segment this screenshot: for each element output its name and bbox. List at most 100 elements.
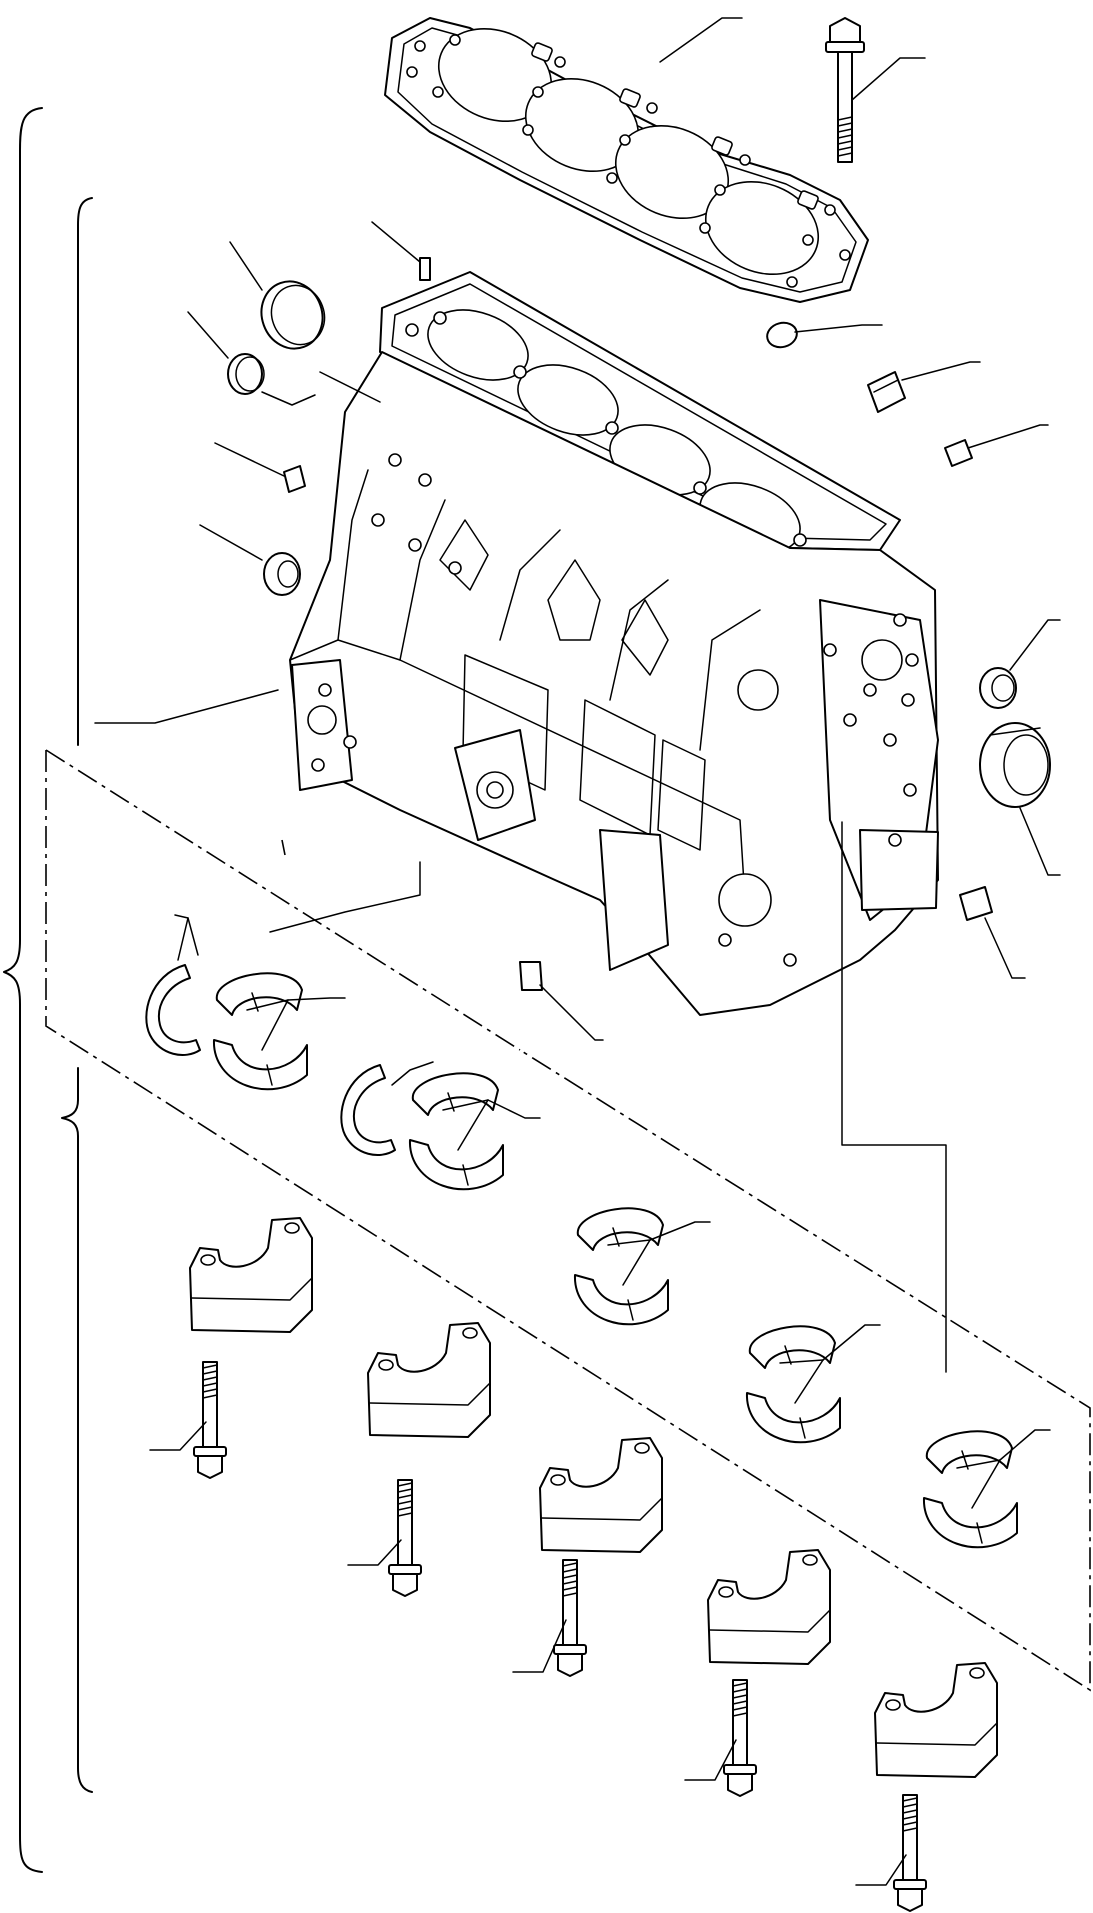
thrust-washer-leaders bbox=[174, 914, 434, 1086]
bolt-thread bbox=[202, 1364, 218, 1369]
cap-bolt-head bbox=[557, 1653, 583, 1677]
block-bolt-hole bbox=[843, 713, 857, 727]
cap-edge bbox=[876, 1722, 998, 1746]
cap-bolt-hole bbox=[885, 1699, 901, 1711]
block-bolt-hole bbox=[863, 683, 877, 697]
cap-bolt-leader bbox=[684, 1739, 737, 1781]
pipe-plug-right-lower bbox=[959, 886, 993, 921]
bearing-shell-lower bbox=[573, 1274, 669, 1326]
cylinder-block-leader bbox=[94, 689, 279, 724]
bolt-thread bbox=[732, 1712, 748, 1717]
bearing-shell-upper bbox=[411, 1072, 499, 1116]
pipe-plug-right-lower-leader bbox=[984, 917, 1026, 979]
bearing-shell-upper bbox=[576, 1207, 664, 1251]
bolt-thread bbox=[837, 152, 853, 157]
cap-edge bbox=[709, 1609, 831, 1633]
bearing-shell-leader-branch bbox=[246, 999, 289, 1011]
bearing-shell-leader bbox=[822, 1324, 881, 1361]
bearing-area-boundary bbox=[45, 749, 1091, 1692]
bearing-cap bbox=[874, 1662, 998, 1778]
gasket-bolt-hole bbox=[839, 249, 851, 261]
cap-bolt-flange bbox=[553, 1644, 587, 1655]
block-bolt-hole bbox=[418, 473, 432, 487]
cap-bolt-flange bbox=[893, 1879, 927, 1890]
block-bolt-hole bbox=[903, 783, 917, 797]
bolt-thread bbox=[837, 116, 853, 121]
pipe-plug-right-upper-leader bbox=[901, 361, 981, 381]
block-bolt-hole bbox=[901, 693, 915, 707]
gasket-bolt-hole bbox=[406, 66, 418, 78]
cap-bolt-flange bbox=[723, 1764, 757, 1775]
block-bolt-hole bbox=[388, 453, 402, 467]
bearing-tab bbox=[266, 1064, 273, 1086]
bolt-thread bbox=[902, 1809, 918, 1814]
bearing-tab bbox=[612, 1227, 620, 1247]
gasket-bolt-hole bbox=[414, 40, 426, 52]
bearing-shell-lower bbox=[922, 1497, 1018, 1549]
cap-bolt-leader bbox=[855, 1854, 907, 1886]
bearing-tab bbox=[976, 1522, 983, 1544]
cap-bolt-shank bbox=[202, 1361, 218, 1448]
gasket-water-port bbox=[619, 88, 641, 108]
large-expansion-plug bbox=[260, 280, 326, 350]
block-bolt-hole bbox=[718, 933, 732, 947]
block-plug-top-leader bbox=[794, 324, 883, 333]
block-bolt-hole bbox=[433, 311, 447, 325]
cap-bolt-head bbox=[727, 1773, 753, 1797]
bearing-shell-leader-branch bbox=[607, 1239, 651, 1246]
small-expansion-plug-leader bbox=[187, 311, 316, 406]
bearing-shell-leader-branch bbox=[971, 1459, 1001, 1509]
thrust-washers bbox=[145, 964, 396, 1156]
pipe-plug-left bbox=[283, 465, 306, 493]
block-bolt-hole bbox=[311, 758, 325, 772]
head-bolt-leader bbox=[851, 57, 926, 101]
bearing-shell-leader-branch bbox=[457, 1099, 489, 1151]
bearing-shell-upper bbox=[925, 1430, 1013, 1474]
large-expansion-plug-leader bbox=[229, 241, 381, 403]
block-bolt-hole bbox=[448, 561, 462, 575]
bolt-thread bbox=[732, 1706, 748, 1711]
gasket-bolt-hole bbox=[646, 102, 658, 114]
bearing-shell-leader bbox=[287, 997, 346, 1001]
gasket-bolt-hole bbox=[714, 184, 726, 196]
gasket-bolt-hole bbox=[699, 222, 711, 234]
cap-bolt-hole bbox=[200, 1254, 216, 1266]
bearing-cap bbox=[367, 1322, 491, 1438]
main-bearing-cap-bolts bbox=[149, 1361, 927, 1912]
cap-bolt-hole bbox=[550, 1474, 566, 1486]
bolt-thread bbox=[202, 1370, 218, 1375]
block-bolt-hole bbox=[693, 481, 707, 495]
pipe-plug-right-mid-leader bbox=[967, 424, 1049, 449]
cap-edge bbox=[191, 1277, 313, 1301]
bearing-cap bbox=[539, 1437, 663, 1553]
cap-bolt-hole bbox=[634, 1442, 650, 1454]
bolt-thread bbox=[397, 1488, 413, 1493]
dowel-pin bbox=[419, 257, 431, 281]
gasket-bolt-hole bbox=[802, 234, 814, 246]
bolt-thread bbox=[732, 1682, 748, 1687]
bolt-thread bbox=[902, 1803, 918, 1808]
gasket-bolt-hole bbox=[449, 34, 461, 46]
cap-bolt-hole bbox=[378, 1359, 394, 1371]
cap-bolt-leader bbox=[149, 1421, 207, 1451]
gasket-bolt-hole bbox=[522, 124, 534, 136]
bearing-tab bbox=[799, 1417, 806, 1439]
pipe-plug-left-leader bbox=[214, 442, 285, 477]
bolt-thread bbox=[202, 1382, 218, 1387]
bearing-subassembly-brace bbox=[61, 1067, 93, 1793]
gasket-bolt-hole bbox=[606, 172, 618, 184]
cap-bolt-hole bbox=[969, 1667, 985, 1679]
bolt-thread bbox=[837, 134, 853, 139]
gasket-water-port bbox=[797, 190, 819, 210]
gasket-bolt-hole bbox=[432, 86, 444, 98]
bearing-shell-leader-branch bbox=[956, 1459, 1001, 1469]
cap-bolt-head bbox=[897, 1888, 923, 1912]
bolt-thread bbox=[397, 1500, 413, 1505]
bearing-shell-leader bbox=[649, 1221, 711, 1241]
block-bolt-hole bbox=[405, 323, 419, 337]
bearing-shell-leader-branch bbox=[261, 999, 289, 1051]
bearing-shell-leader-branch bbox=[779, 1359, 824, 1364]
bearing-shell-leader bbox=[999, 1429, 1051, 1461]
bolt-thread bbox=[397, 1512, 413, 1517]
gasket-bolt-hole bbox=[786, 276, 798, 288]
